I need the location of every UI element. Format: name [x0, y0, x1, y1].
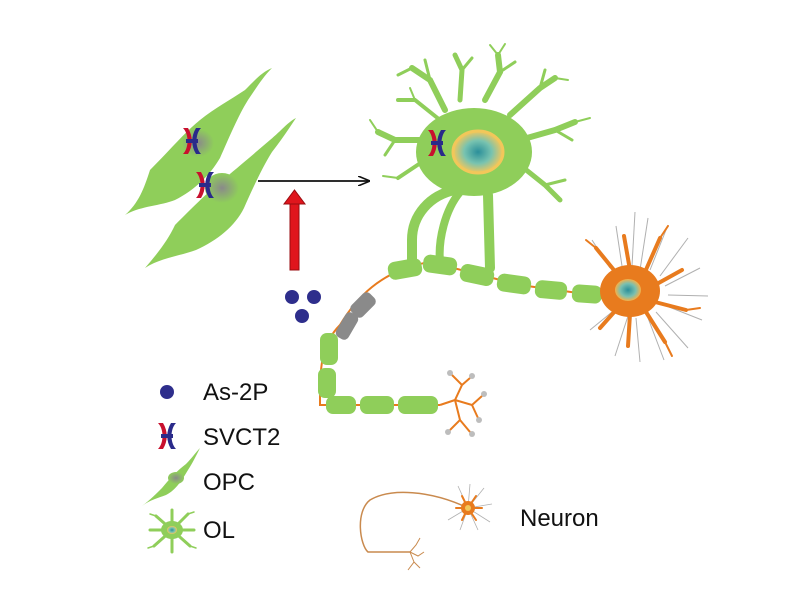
axon-terminal [439, 374, 483, 433]
as2p-dot-icon [160, 385, 174, 399]
neuron-nucleus [615, 279, 641, 301]
legend-label-as2p: As-2P [203, 379, 268, 406]
oligodendrocyte-cell [369, 43, 591, 203]
legend-label-opc: OPC [203, 469, 255, 496]
opc-cell-bottom [145, 118, 296, 268]
stimulation-arrow-icon [283, 189, 306, 271]
synaptic-bouton [445, 370, 487, 437]
as2p-dot-icon [295, 309, 309, 323]
myelinating-processes [407, 185, 495, 273]
oligodendrocyte-nucleus [451, 129, 505, 175]
legend-label-svct2: SVCT2 [203, 424, 280, 451]
svct2-transporter-icon [428, 130, 446, 156]
legend-label-neuron: Neuron [520, 505, 599, 532]
as2p-dot-icon [307, 290, 321, 304]
svct2-transporter-icon [196, 172, 214, 198]
opc-cell-icon [142, 448, 200, 506]
svct2-transporter-icon [183, 128, 201, 154]
legend: As-2P SVCT2 OPC OL [142, 379, 280, 554]
myelin-sheath [318, 254, 603, 414]
svct2-transporter-icon [158, 423, 176, 449]
as2p-cluster [285, 290, 321, 323]
neuron-dendrites [589, 211, 709, 363]
neuron-legend-icon [359, 483, 493, 571]
as2p-dot-icon [285, 290, 299, 304]
legend-label-ol: OL [203, 517, 235, 544]
neuron-cell [585, 225, 701, 357]
